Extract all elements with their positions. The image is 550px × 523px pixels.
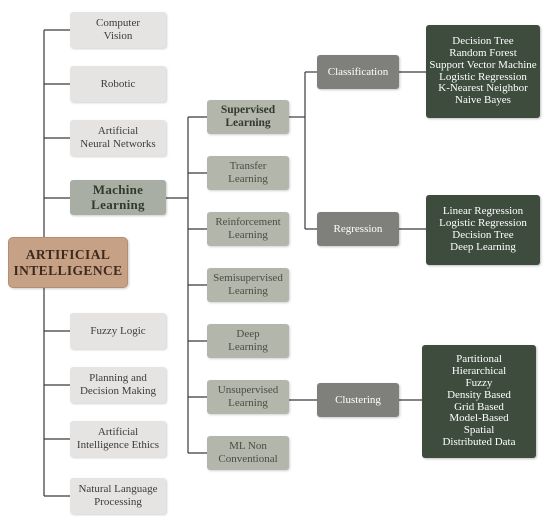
natural-language-processing-node: Natural Language Processing: [70, 478, 166, 514]
reinforcement-learning-node: Reinforcement Learning: [207, 212, 289, 246]
node-label: Artificial: [97, 125, 139, 138]
method-item: Density Based: [447, 388, 511, 401]
node-label: Vision: [103, 30, 133, 42]
node-label: Natural Language: [78, 483, 158, 496]
method-item: Support Vector Machine: [429, 58, 537, 71]
supervised-learning-node: Supervised Learning: [207, 100, 289, 134]
method-item: Decision Tree: [452, 34, 514, 47]
node-label: Deep: [236, 328, 260, 341]
node-label: Robotic: [100, 77, 136, 90]
node-label: Semisupervised: [213, 272, 283, 285]
method-item: Linear Regression: [442, 205, 524, 218]
node-label: Neural Networks: [80, 138, 156, 150]
semisupervised-learning-node: Semisupervised Learning: [207, 268, 289, 302]
node-label: Processing: [94, 496, 142, 508]
root-label-line-1: ARTIFICIAL: [25, 246, 111, 262]
classification-node: Classification: [317, 55, 399, 89]
classification-methods-list: Decision Tree Random Forest Support Vect…: [426, 25, 540, 118]
node-label: Reinforcement: [215, 216, 281, 229]
machine-learning-node: Machine Learning: [70, 180, 166, 215]
artificial-neural-networks-node: Artificial Neural Networks: [70, 120, 166, 156]
node-label: Decision Making: [79, 385, 157, 397]
transfer-learning-node: Transfer Learning: [207, 156, 289, 190]
method-item: Fuzzy: [465, 376, 493, 389]
node-label: Learning: [228, 397, 268, 409]
method-item: Grid Based: [454, 400, 504, 413]
method-item: Naive Bayes: [455, 94, 511, 107]
unsupervised-learning-node: Unsupervised Learning: [207, 380, 289, 414]
node-label: Fuzzy Logic: [90, 324, 146, 337]
clustering-node: Clustering: [317, 383, 399, 417]
node-label: Learning: [228, 229, 268, 241]
method-item: Partitional: [456, 353, 502, 365]
method-item: Deep Learning: [450, 240, 516, 253]
computer-vision-node: Computer Vision: [70, 12, 166, 48]
node-label: Learning: [228, 341, 268, 353]
node-label: Learning: [225, 117, 271, 129]
node-label: Intelligence Ethics: [76, 439, 160, 451]
node-label: Classification: [327, 65, 389, 78]
node-label: Regression: [333, 222, 383, 235]
node-label: Transfer: [229, 160, 267, 173]
method-item: Distributed Data: [442, 436, 516, 449]
method-item: Logistic Regression: [439, 70, 527, 83]
method-item: Random Forest: [449, 46, 517, 59]
ml-non-conventional-node: ML Non Conventional: [207, 436, 289, 470]
deep-learning-node: Deep Learning: [207, 324, 289, 358]
method-item: Hierarchical: [451, 364, 507, 377]
method-item: Spatial: [463, 424, 495, 437]
planning-decision-making-node: Planning and Decision Making: [70, 367, 166, 403]
node-label: Planning and: [89, 372, 147, 385]
node-label: Artificial: [97, 426, 139, 439]
regression-methods-list: Linear Regression Logistic Regression De…: [426, 195, 540, 265]
clustering-methods-list: Partitional Hierarchical Fuzzy Density B…: [422, 345, 536, 458]
root-label-line-2: INTELLIGENCE: [13, 262, 123, 278]
node-label: Clustering: [335, 393, 381, 406]
node-label: Supervised: [220, 103, 276, 116]
regression-node: Regression: [317, 212, 399, 246]
node-label: Conventional: [218, 453, 278, 465]
node-label: Learning: [228, 285, 268, 297]
method-item: Logistic Regression: [439, 217, 527, 230]
node-label: ML Non: [229, 440, 267, 453]
node-label: Learning: [228, 173, 268, 185]
node-label: Unsupervised: [217, 384, 279, 397]
artificial-intelligence-root: ARTIFICIAL INTELLIGENCE: [8, 237, 128, 288]
method-item: K-Nearest Neighbor: [438, 82, 528, 95]
fuzzy-logic-node: Fuzzy Logic: [70, 313, 166, 349]
node-label: Machine: [92, 181, 144, 197]
ai-ethics-node: Artificial Intelligence Ethics: [70, 421, 166, 457]
method-item: Model-Based: [449, 412, 509, 425]
node-label: Learning: [91, 196, 145, 212]
node-label: Computer: [96, 17, 140, 30]
robotic-node: Robotic: [70, 66, 166, 102]
method-item: Decision Tree: [452, 229, 514, 241]
